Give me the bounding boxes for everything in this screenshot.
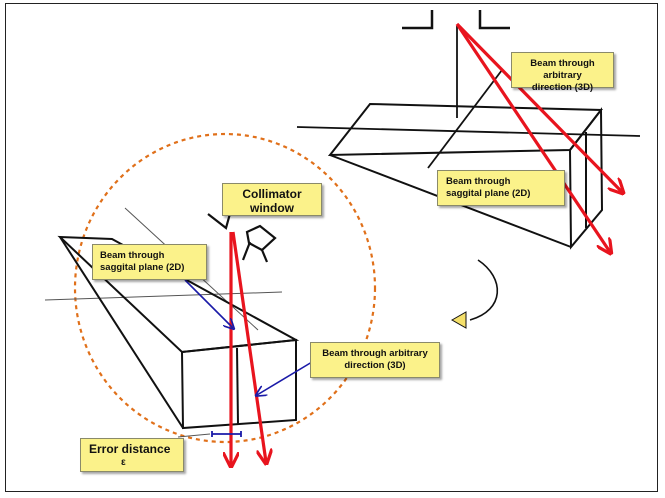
- error-distance-marker: [211, 431, 242, 437]
- pointer-2d: [184, 279, 233, 328]
- pointer-arrows: [177, 279, 313, 438]
- rotation-arrow: [450, 259, 499, 329]
- upper-beam-3d: [455, 22, 622, 192]
- upper-collimator-brackets: [402, 10, 510, 30]
- upper-beams: [455, 22, 622, 252]
- collimator-window-icon: [207, 209, 277, 263]
- label-beam-2d-top: Beam through saggital plane (2D): [437, 170, 565, 206]
- pointer-error: [177, 433, 211, 438]
- upper-reference-axes: [296, 26, 641, 169]
- lower-beams: [231, 231, 266, 465]
- lower-wedge-phantom: [57, 235, 300, 430]
- label-beam-3d-top: Beam through arbitrary direction (3D): [511, 52, 614, 93]
- rotation-arrowhead-icon: [450, 311, 467, 329]
- label-beam-2d-left: Beam through saggital plane (2D): [92, 244, 207, 280]
- label-beam-3d-right: Beam through arbitrary direction (3D): [310, 342, 440, 378]
- figure-frame: [5, 3, 658, 492]
- pointer-3d: [257, 361, 313, 395]
- zoom-circle: [73, 132, 377, 444]
- label-error-distance: Error distance ε: [80, 438, 184, 472]
- upper-beam-2d: [455, 23, 610, 252]
- lower-beam-3d: [231, 231, 266, 462]
- label-collimator-window: Collimator window: [222, 183, 322, 216]
